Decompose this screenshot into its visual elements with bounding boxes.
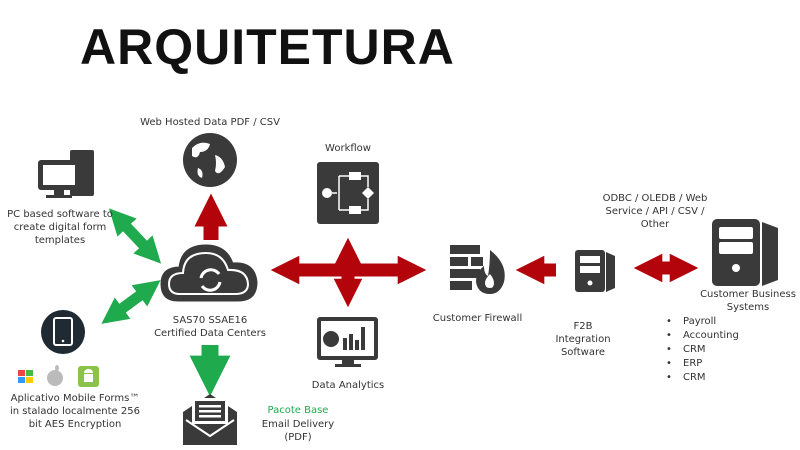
windows-icon <box>18 370 33 383</box>
tablet-cloud-arrow <box>101 280 161 324</box>
f2b-label: F2B Integration Software <box>555 321 611 358</box>
email-icon <box>183 394 237 445</box>
data-analytics-label: Data Analytics <box>311 380 385 391</box>
business-systems-list: Payroll Accounting CRM ERP CRM <box>666 315 739 385</box>
list-item: Accounting <box>666 329 739 343</box>
business-systems-label: Customer Business Systems <box>700 289 796 313</box>
workflow-label: Workflow <box>325 143 371 154</box>
tablet-icon <box>41 310 85 354</box>
list-item: ERP <box>666 357 739 371</box>
workflow-icon <box>317 162 379 224</box>
cloud-sync-icon <box>160 244 258 302</box>
datacenter-label: SAS70 SSAE16 Certified Data Centers <box>154 315 266 339</box>
web-hosted-label: Web Hosted Data PDF / CSV <box>140 117 280 128</box>
data-analytics-icon <box>317 317 378 367</box>
pc-icon <box>38 150 94 198</box>
firewall-label: Customer Firewall <box>432 313 523 324</box>
pc-cloud-arrow <box>108 208 162 264</box>
email-delivery-label: Email Delivery (PDF) <box>261 419 335 443</box>
list-item: Payroll <box>666 315 739 329</box>
android-icon <box>78 366 99 387</box>
f2b-server-icon <box>575 250 615 292</box>
mobile-app-label: Aplicativo Mobile Forms™ in stalado loca… <box>10 393 140 430</box>
pacote-base-label: Pacote Base <box>267 405 329 416</box>
list-item: CRM <box>666 371 739 385</box>
apple-icon <box>47 365 63 386</box>
protocols-label: ODBC / OLEDB / Web Service / API / CSV /… <box>602 193 708 230</box>
page-title: ARQUITETURA <box>80 19 455 75</box>
pc-software-label: PC based software to create digital form… <box>7 209 113 246</box>
firewall-icon <box>450 245 505 294</box>
business-server-icon <box>712 219 778 286</box>
list-item: CRM <box>666 343 739 357</box>
globe-icon <box>183 133 237 187</box>
